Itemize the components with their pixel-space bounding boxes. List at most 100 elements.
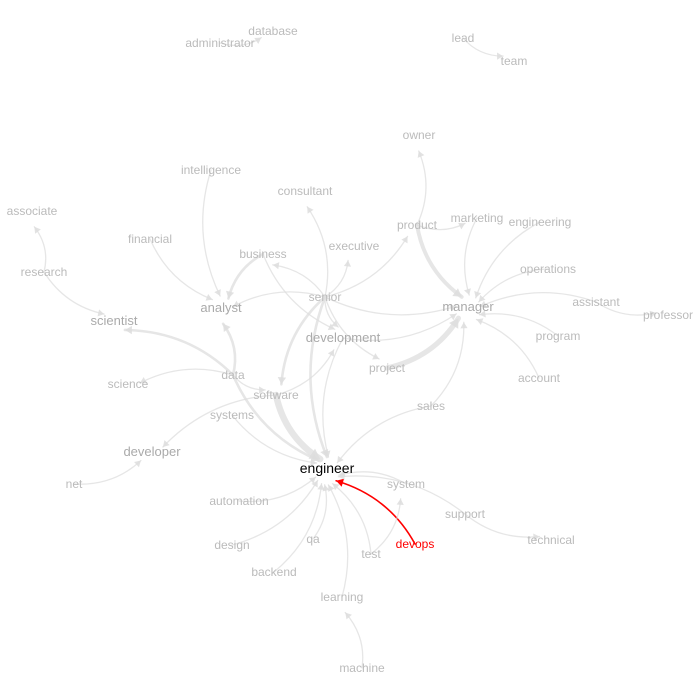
arrowhead-senior-product <box>401 236 408 244</box>
node-label-research[interactable]: research <box>21 265 68 279</box>
node-label-database[interactable]: database <box>248 24 298 38</box>
node-label-learning[interactable]: learning <box>321 590 364 604</box>
node-label-net[interactable]: net <box>66 477 83 491</box>
node-label-development[interactable]: development <box>306 330 381 345</box>
node-label-software[interactable]: software <box>253 388 299 402</box>
node-label-product[interactable]: product <box>397 218 438 232</box>
arrowhead-net-developer <box>134 460 141 468</box>
arrowhead-product-marketing <box>458 222 466 230</box>
edge-assistant-professor <box>595 301 657 316</box>
node-label-system[interactable]: system <box>387 477 425 491</box>
edge-financial-analyst <box>149 238 214 301</box>
edge-product-manager <box>415 223 464 299</box>
node-label-consultant[interactable]: consultant <box>278 184 333 198</box>
node-label-scientist[interactable]: scientist <box>91 313 138 328</box>
arrowhead-lead-team <box>497 52 504 60</box>
node-label-senior[interactable]: senior <box>309 290 342 304</box>
arrowhead-business-analyst <box>226 290 235 299</box>
node-label-project[interactable]: project <box>369 361 406 375</box>
edge-senior-consultant <box>306 206 329 298</box>
node-label-automation[interactable]: automation <box>209 494 268 508</box>
edge-senior-product <box>324 235 409 298</box>
arrowhead-marketing-manager <box>464 288 471 296</box>
node-label-intelligence[interactable]: intelligence <box>181 163 241 177</box>
node-label-support[interactable]: support <box>445 507 486 521</box>
edge-backend-engineer <box>273 483 323 573</box>
arrowhead-sales-engineer <box>337 455 344 463</box>
edge-data-engineer <box>231 373 320 462</box>
node-label-program[interactable]: program <box>536 329 581 343</box>
arrowhead-software-development <box>327 349 335 357</box>
node-label-systems[interactable]: systems <box>210 408 254 422</box>
arrowhead-data-software <box>259 386 266 394</box>
edge-program-manager <box>478 313 559 337</box>
node-label-design[interactable]: design <box>214 538 249 552</box>
arrowhead-business-development <box>327 323 335 331</box>
arrowhead-assistant-manager <box>479 300 487 308</box>
node-label-science[interactable]: science <box>108 377 149 391</box>
edge-development-engineer <box>322 337 344 458</box>
edge-automation-engineer <box>238 476 317 503</box>
node-label-machine[interactable]: machine <box>339 661 385 675</box>
node-label-executive[interactable]: executive <box>329 239 380 253</box>
arrowhead-data-scientist <box>124 325 132 335</box>
arrowhead-data-engineer <box>310 453 319 462</box>
edges-layer <box>33 36 657 669</box>
node-label-professor[interactable]: professor <box>643 308 693 322</box>
node-label-test[interactable]: test <box>361 547 381 561</box>
arrowhead-program-manager <box>479 310 486 318</box>
edge-learning-engineer <box>327 484 349 598</box>
arrowhead-devops-engineer <box>336 478 345 487</box>
edge-senior-analyst <box>232 291 326 308</box>
edge-machine-learning <box>344 611 364 669</box>
edge-test-engineer <box>331 483 372 555</box>
node-label-data[interactable]: data <box>221 368 245 382</box>
edge-senior-engineer <box>309 295 329 459</box>
arrowhead-senior-project <box>372 353 380 360</box>
edge-senior-business <box>272 264 326 298</box>
node-label-assistant[interactable]: assistant <box>572 295 620 309</box>
arrowhead-support-technical <box>533 533 540 541</box>
node-label-associate[interactable]: associate <box>7 204 58 218</box>
node-label-team[interactable]: team <box>501 54 528 68</box>
arrowhead-development-manager <box>449 313 457 321</box>
arrowhead-test-engineer <box>332 483 340 491</box>
node-label-lead[interactable]: lead <box>452 31 475 45</box>
node-label-engineering[interactable]: engineering <box>509 215 572 229</box>
arrowhead-machine-learning <box>345 612 352 620</box>
edge-data-science <box>139 368 234 384</box>
arrowhead-learning-engineer <box>328 484 335 492</box>
node-label-business[interactable]: business <box>239 247 286 261</box>
arrowhead-account-manager <box>476 318 484 325</box>
edge-support-engineer <box>337 475 466 515</box>
node-label-devops[interactable]: devops <box>396 537 435 551</box>
node-label-developer[interactable]: developer <box>123 444 181 459</box>
node-label-administrator[interactable]: administrator <box>185 36 254 50</box>
node-label-technical[interactable]: technical <box>527 533 574 547</box>
arrowhead-senior-analyst <box>232 300 240 308</box>
node-label-owner[interactable]: owner <box>403 128 436 142</box>
arrowhead-development-engineer <box>323 450 331 458</box>
node-label-analyst[interactable]: analyst <box>200 300 242 315</box>
edge-senior-manager <box>324 296 457 316</box>
edge-software-developer <box>162 394 277 448</box>
edge-design-engineer <box>231 479 319 546</box>
node-label-qa[interactable]: qa <box>306 532 320 546</box>
arrowhead-product-manager <box>452 288 462 297</box>
edge-account-manager <box>475 318 540 379</box>
node-label-sales[interactable]: sales <box>417 399 445 413</box>
edge-marketing-manager <box>463 217 478 296</box>
node-label-engineer[interactable]: engineer <box>300 460 355 476</box>
node-label-financial[interactable]: financial <box>128 232 172 246</box>
arrowhead-design-engineer <box>311 480 318 488</box>
node-label-backend[interactable]: backend <box>251 565 296 579</box>
node-label-manager[interactable]: manager <box>442 299 494 314</box>
arrowhead-administrator-database <box>254 37 262 44</box>
edge-engineering-manager <box>475 221 541 299</box>
node-label-operations[interactable]: operations <box>520 262 576 276</box>
node-label-marketing[interactable]: marketing <box>451 211 504 225</box>
arrowhead-senior-consultant <box>307 206 314 214</box>
node-label-account[interactable]: account <box>518 371 561 385</box>
arrowhead-support-engineer <box>338 472 345 480</box>
